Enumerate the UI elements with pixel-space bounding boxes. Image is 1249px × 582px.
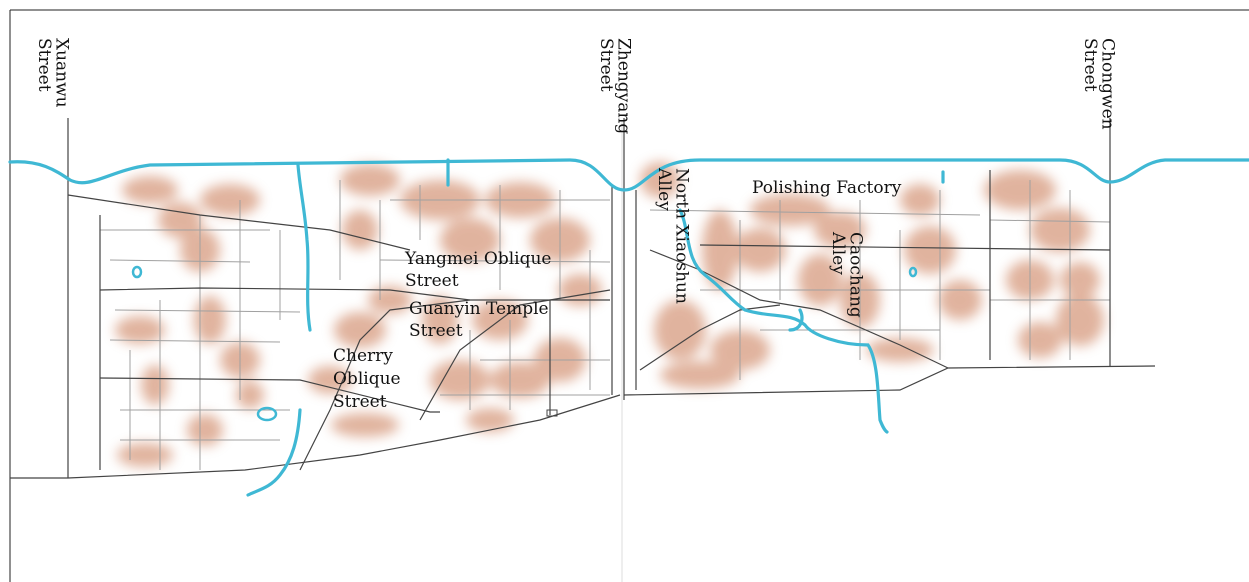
- cherry-oblique-line: [299, 299, 471, 471]
- heat-blob: [938, 280, 982, 320]
- south-west-canal: [246, 408, 302, 497]
- heat-blob: [122, 176, 178, 204]
- heat-blob: [200, 184, 260, 216]
- heat-blob: [654, 300, 706, 360]
- pond-west: [131, 265, 143, 279]
- heat-blob: [141, 365, 169, 405]
- heat-blob: [368, 286, 412, 314]
- heat-blob: [750, 194, 830, 226]
- west-canal: [296, 163, 312, 332]
- heat-blob: [866, 338, 934, 362]
- label-polishing-factory: Polishing Factory: [752, 178, 902, 198]
- label-guanyin-temple-street: Guanyin Temple Street: [409, 299, 549, 342]
- heat-blob: [798, 254, 842, 306]
- label-north-xiaoshun-alley: North Xiaoshun Alley: [653, 168, 692, 304]
- heat-blob: [558, 274, 602, 306]
- heat-blob: [194, 296, 226, 344]
- heat-blob: [334, 312, 386, 348]
- label-caochang-alley: Caochang Alley: [827, 232, 866, 318]
- heat-blob: [702, 210, 738, 290]
- heat-blob: [904, 226, 956, 274]
- cherry-street-line: [99, 377, 440, 413]
- heat-blob: [158, 202, 202, 238]
- alley-network: [100, 180, 1111, 470]
- heat-blob: [1030, 208, 1090, 252]
- density-heat-layer: [115, 162, 1104, 467]
- heat-blob: [660, 361, 740, 389]
- heat-blob: [308, 366, 352, 394]
- east-canal: [678, 208, 889, 434]
- yangmei-street-line: [99, 287, 610, 301]
- label-yangmei-oblique-street: Yangmei Oblique Street: [405, 249, 552, 292]
- pond-south: [256, 406, 278, 422]
- heat-blob: [430, 360, 490, 400]
- label-chongwen-street: Chongwen Street: [1079, 38, 1118, 130]
- heat-blob: [900, 184, 940, 216]
- heat-blob: [440, 218, 500, 262]
- label-xuanwu-street: Xuanwu Street: [33, 38, 72, 108]
- heat-blob: [422, 296, 458, 344]
- alley-line: [114, 309, 301, 313]
- heat-blob: [342, 210, 378, 250]
- south-boundary-road: [10, 394, 621, 479]
- heat-blob: [331, 413, 399, 437]
- alley-line: [989, 219, 1111, 223]
- pond-east: [908, 266, 918, 278]
- heat-blob: [466, 408, 514, 432]
- heat-blob: [984, 170, 1056, 210]
- road-network: [10, 118, 1156, 479]
- south-boundary-road-east: [623, 365, 1156, 396]
- heat-blob: [115, 316, 165, 344]
- heat-blob: [490, 362, 550, 398]
- heat-blob: [814, 212, 866, 248]
- alley-line: [649, 209, 981, 216]
- heat-blob: [1060, 262, 1100, 298]
- label-zhengyang-street: Zhengyang Street: [595, 38, 634, 135]
- heat-blob: [734, 228, 786, 272]
- heat-blob: [1018, 322, 1062, 358]
- heat-blob: [187, 414, 223, 446]
- moat-river: [8, 158, 1249, 192]
- heat-blob: [340, 164, 400, 196]
- alley-line: [109, 259, 251, 263]
- alley-line: [379, 259, 611, 263]
- label-cherry-oblique-street: Cherry Oblique Street: [333, 346, 401, 412]
- heat-blob: [1056, 294, 1104, 346]
- heat-blob: [640, 162, 680, 198]
- heat-blob: [117, 443, 173, 467]
- alley-line: [109, 339, 281, 343]
- river-network: [8, 158, 1249, 497]
- building-marker: [546, 409, 558, 417]
- heat-blob: [236, 381, 264, 409]
